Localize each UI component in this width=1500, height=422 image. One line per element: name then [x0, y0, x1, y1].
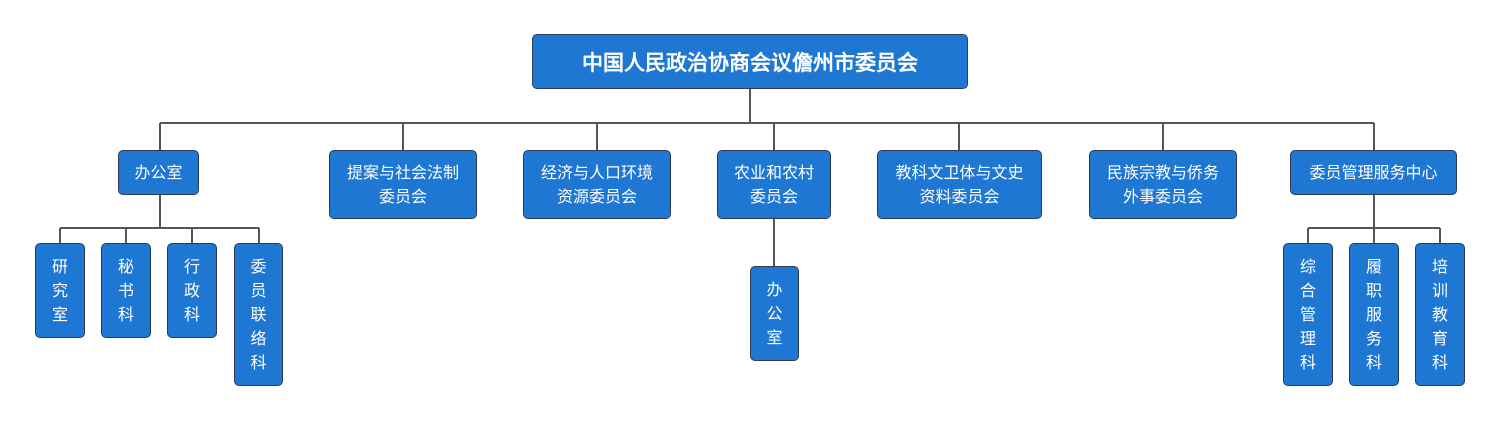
- office-child-administration: 行政科: [167, 243, 217, 338]
- agri-office-node: 办公室: [750, 266, 799, 361]
- root-label: 中国人民政治协商会议儋州市委员会: [582, 50, 918, 75]
- committee-label: 教科文卫体与文史 资料委员会: [895, 162, 1024, 206]
- center-child-general-management: 综合管理科: [1283, 243, 1333, 386]
- service-center-node: 委员管理服务中心: [1290, 150, 1457, 195]
- committee-node-agriculture: 农业和农村 委员会: [717, 150, 831, 219]
- root-node: 中国人民政治协商会议儋州市委员会: [532, 34, 968, 89]
- office-node: 办公室: [118, 150, 199, 195]
- committee-label: 民族宗教与侨务 外事委员会: [1106, 162, 1219, 206]
- office-child-research: 研究室: [35, 243, 85, 338]
- service-center-label: 委员管理服务中心: [1309, 162, 1438, 182]
- office-child-member-liaison: 委员联络科: [234, 243, 283, 386]
- office-label: 办公室: [134, 162, 183, 182]
- committee-label: 经济与人口环境 资源委员会: [540, 162, 653, 206]
- center-child-duty-service: 履职服务科: [1349, 243, 1399, 386]
- committee-node-education-culture: 教科文卫体与文史 资料委员会: [877, 150, 1042, 219]
- office-child-secretariat: 秘书科: [101, 243, 151, 338]
- committee-node-proposal-legal: 提案与社会法制 委员会: [329, 150, 477, 219]
- center-child-training-education: 培训教育科: [1415, 243, 1465, 386]
- committee-node-ethnic-religion: 民族宗教与侨务 外事委员会: [1089, 150, 1237, 219]
- committee-node-economy-environment: 经济与人口环境 资源委员会: [523, 150, 671, 219]
- committee-label: 农业和农村 委员会: [733, 162, 814, 206]
- committee-label: 提案与社会法制 委员会: [346, 162, 459, 206]
